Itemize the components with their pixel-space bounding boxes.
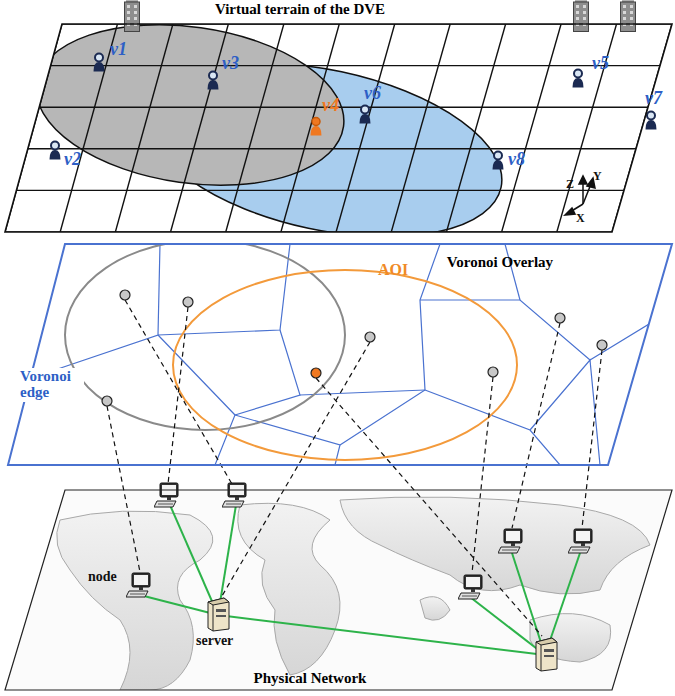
avatar-label: v1	[110, 40, 127, 59]
avatar-label: v3	[222, 54, 239, 73]
panel-outline	[0, 486, 675, 696]
layer-panel: Virtual terrain of the DVE	[0, 0, 675, 236]
aoi-label: AOI	[378, 262, 408, 279]
panel-outline	[0, 0, 675, 236]
panel-outline	[0, 240, 675, 468]
server-label: server	[196, 634, 233, 649]
layer-panel: Physical Network	[0, 486, 675, 696]
axis-label: Y	[593, 170, 602, 183]
avatar-label: v6	[364, 84, 381, 103]
axis-label: X	[576, 212, 585, 225]
layer-title: Voronoi Overlay	[447, 254, 553, 271]
avatar-label: v7	[645, 89, 662, 108]
avatar-label: v2	[64, 150, 81, 169]
axis-label: Z	[566, 178, 574, 191]
avatar-label: v4	[322, 96, 339, 115]
layer-title: Physical Network	[254, 670, 367, 687]
avatar-label: v5	[592, 54, 609, 73]
avatar-label: v8	[508, 150, 525, 169]
layer-panel: Voronoi Overlay	[0, 240, 675, 468]
node-label: node	[88, 570, 117, 585]
layer-title: Virtual terrain of the DVE	[215, 1, 385, 18]
